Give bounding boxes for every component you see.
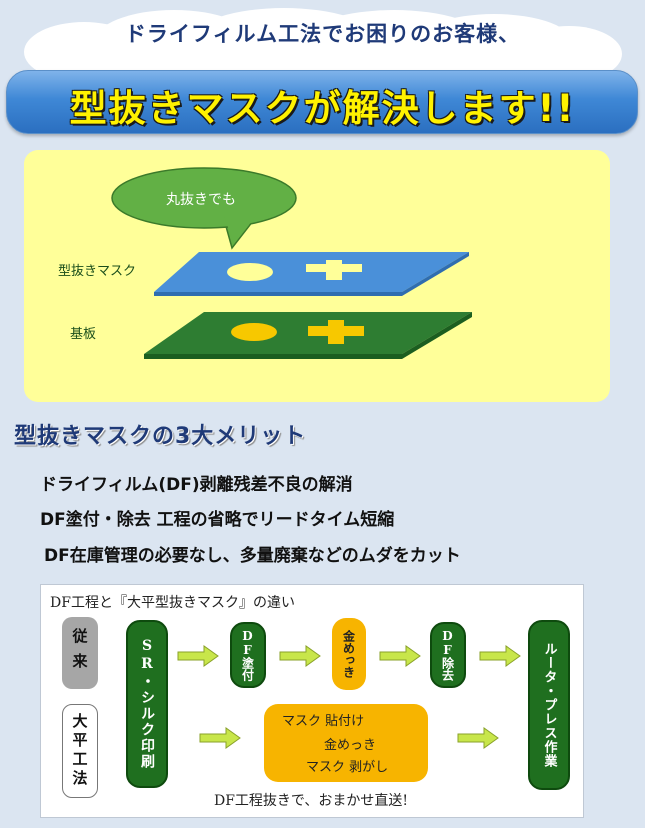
- mask-layer: [154, 252, 469, 296]
- row-label-conventional: 従来: [62, 617, 98, 689]
- arrow-icon: [279, 645, 321, 667]
- merits-title: 型抜きマスクの3大メリット: [14, 424, 307, 449]
- board-layer: [144, 312, 472, 359]
- step-gold-plating: 金めっき: [332, 618, 366, 690]
- board-label: 基板: [70, 327, 97, 342]
- merit-item-2: DF塗付・除去 工程の省略でリードタイム短縮: [40, 510, 395, 530]
- cloud-headline: ドライフィルム工法でお困りのお客様、: [124, 22, 521, 46]
- step-mask-process: [264, 704, 428, 782]
- step-sr-silk-print: SR・シルク印刷: [126, 620, 168, 788]
- speech-bubble: [111, 167, 297, 250]
- arrow-icon: [199, 727, 241, 749]
- step-router-press: ルータ・プレス作業: [528, 620, 570, 790]
- bottom-note: DF工程抜きで、おまかせ直送!: [213, 793, 408, 809]
- arrow-icon: [479, 645, 521, 667]
- step-df-coat: DF塗付: [230, 622, 266, 688]
- arrow-icon: [379, 645, 421, 667]
- arrow-icon: [457, 727, 499, 749]
- headline-banner: [6, 70, 638, 134]
- mask-line-3: マスク 剥がし: [306, 760, 389, 775]
- mask-line-1: マスク 貼付け: [282, 714, 365, 729]
- mask-line-2: 金めっき: [324, 738, 377, 753]
- merit-item-1: ドライフィルム(DF)剥離残差不良の解消: [40, 475, 353, 495]
- mask-label: 型抜きマスク: [58, 264, 137, 279]
- banner-headline: 型抜きマスクが解決します!!: [69, 87, 576, 130]
- comparison-title: DF工程と『大平型抜きマスク』の違い: [50, 595, 295, 611]
- step-df-remove: DF除去: [430, 622, 466, 688]
- row-label-ohira: 大平工法: [62, 704, 98, 798]
- merit-item-3: DF在庫管理の必要なし、多量廃棄などのムダをカット: [44, 546, 461, 566]
- layer-illustration: [111, 167, 472, 359]
- bubble-text: 丸抜きでも: [166, 192, 236, 208]
- arrow-icon: [177, 645, 219, 667]
